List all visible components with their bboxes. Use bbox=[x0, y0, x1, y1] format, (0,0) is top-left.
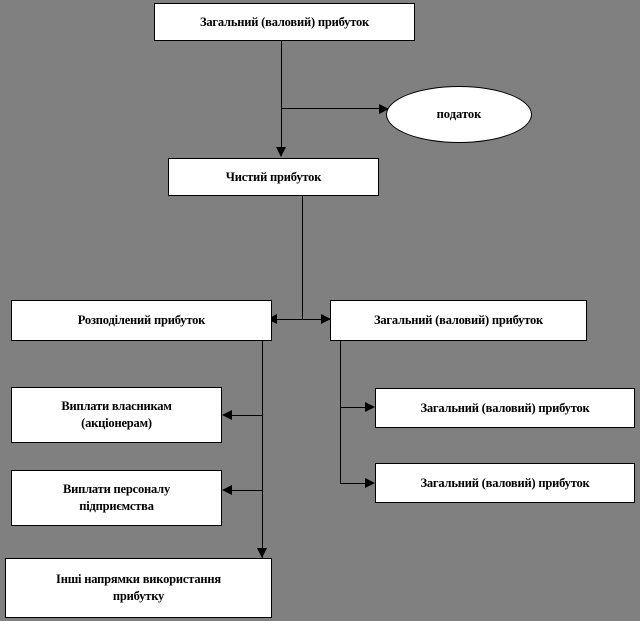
connector-to-tax bbox=[281, 108, 385, 109]
node-other-directions-label-line2: прибутку bbox=[112, 589, 165, 603]
connector-split-horizontal bbox=[272, 319, 330, 320]
arrowhead-down-to-other-directions bbox=[257, 548, 267, 558]
connector-left-trunk bbox=[262, 341, 263, 558]
connector-to-gross-profit-low bbox=[340, 483, 371, 484]
node-gross-profit-top-label: Загальний (валовий) прибуток bbox=[199, 14, 370, 29]
connector-to-payments-staff bbox=[232, 490, 263, 491]
node-other-directions-label-line1: Інші напрямки використання bbox=[56, 572, 221, 587]
node-gross-profit-right-mid[interactable]: Загальний (валовий) прибуток bbox=[375, 388, 635, 428]
node-distributed-profit-label: Розподілений прибуток bbox=[77, 313, 206, 328]
arrowhead-right-to-gross-profit-mid bbox=[365, 402, 375, 412]
connector-to-payments-owners bbox=[232, 415, 263, 416]
node-tax-label: податок bbox=[436, 107, 482, 121]
arrowhead-right-to-gross-profit bbox=[321, 314, 331, 324]
node-payments-staff[interactable]: Виплати персоналу підприємства bbox=[11, 470, 222, 526]
node-distributed-profit[interactable]: Розподілений прибуток bbox=[11, 300, 272, 341]
node-gross-profit-right-low-label: Загальний (валовий) прибуток bbox=[420, 475, 590, 490]
node-net-profit[interactable]: Чистий прибуток bbox=[168, 158, 379, 196]
node-gross-profit-top[interactable]: Загальний (валовий) прибуток bbox=[154, 3, 415, 41]
node-other-directions[interactable]: Інші напрямки використання прибутку bbox=[5, 558, 272, 618]
node-payments-staff-label-line2: підприємства bbox=[79, 499, 154, 513]
node-net-profit-label: Чистий прибуток bbox=[225, 169, 322, 184]
arrowhead-left-to-payments-staff bbox=[222, 485, 232, 495]
node-gross-profit-right[interactable]: Загальний (валовий) прибуток bbox=[330, 300, 587, 341]
node-gross-profit-right-low[interactable]: Загальний (валовий) прибуток bbox=[375, 463, 635, 503]
node-gross-profit-right-label: Загальний (валовий) прибуток bbox=[373, 313, 544, 328]
node-gross-profit-right-mid-label: Загальний (валовий) прибуток bbox=[420, 400, 590, 415]
arrowhead-left-to-distributed-profit bbox=[267, 314, 277, 324]
arrowhead-right-to-tax bbox=[379, 104, 389, 114]
connector-right-trunk bbox=[340, 341, 341, 484]
connector-gross-to-net bbox=[281, 41, 282, 156]
arrowhead-down-to-net-profit bbox=[276, 147, 286, 157]
connector-net-to-split bbox=[302, 196, 303, 319]
arrowhead-right-to-gross-profit-low bbox=[365, 478, 375, 488]
node-payments-owners[interactable]: Виплати власникам (акціонерам) bbox=[11, 387, 222, 443]
node-payments-owners-label-line1: Виплати власникам bbox=[61, 399, 172, 414]
node-tax-ellipse[interactable]: податок bbox=[386, 86, 532, 143]
node-payments-owners-label-line2: (акціонерам) bbox=[81, 416, 152, 430]
connector-to-gross-profit-mid bbox=[340, 407, 371, 408]
arrowhead-left-to-payments-owners bbox=[222, 410, 232, 420]
node-payments-staff-label-line1: Виплати персоналу bbox=[62, 482, 171, 497]
